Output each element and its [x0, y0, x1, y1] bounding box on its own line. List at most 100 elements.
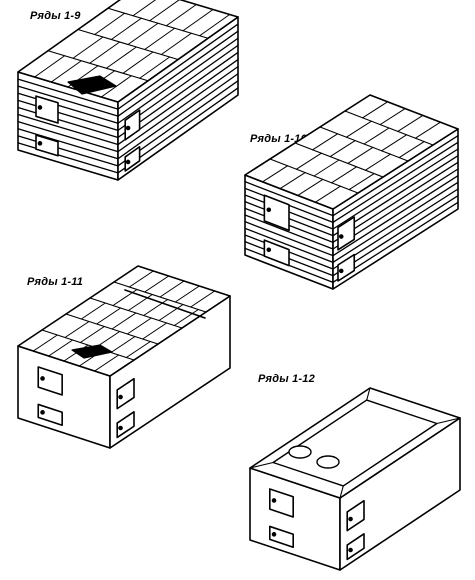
- top-brick-joint: [174, 285, 200, 303]
- caption-rows-1-9: Ряды 1-9: [30, 10, 81, 22]
- top-brick-joint: [144, 27, 176, 50]
- course-line-front: [17, 142, 119, 174]
- top-brick-joint: [379, 108, 406, 126]
- course-line-front: [17, 113, 119, 146]
- top-brick-joint: [397, 114, 424, 132]
- top-brick-joint: [362, 101, 389, 119]
- top-brick-joint: [144, 275, 170, 293]
- course-line-side: [117, 37, 239, 124]
- top-brick-joint: [110, 17, 142, 40]
- top-brick-joint: [34, 55, 66, 78]
- stove-rows-1-9: [0, 0, 240, 200]
- top-brick-joint: [122, 51, 154, 74]
- course-line-front: [244, 221, 334, 257]
- top-brick-joint: [331, 166, 358, 184]
- top-brick-joint: [414, 121, 441, 139]
- top-brick-joint: [125, 341, 151, 358]
- top-brick-joint: [398, 141, 425, 159]
- caption-rows-1-10: Ряды 1-10: [250, 133, 307, 145]
- top-brick-joint: [48, 339, 74, 357]
- course-line-front: [17, 106, 119, 139]
- top-brick-joint: [32, 334, 58, 352]
- top-brick-joint: [139, 56, 171, 79]
- course-line-side: [332, 141, 459, 223]
- rim-joint: [366, 387, 371, 401]
- caption-rows-1-12: Ряды 1-12: [258, 373, 315, 385]
- side-door: [116, 377, 135, 410]
- top-brick-joint: [314, 185, 341, 203]
- top-brick-joint: [329, 140, 356, 158]
- grate-opening: [67, 75, 117, 95]
- course-line-side: [117, 73, 239, 160]
- top-brick-joint: [110, 336, 136, 353]
- course-line-front: [244, 227, 334, 263]
- top-brick-joint: [94, 12, 126, 35]
- top-brick-joint: [381, 134, 408, 152]
- top-brick-joint: [313, 159, 340, 177]
- top-brick-joint: [158, 304, 184, 321]
- side-cleanout: [124, 145, 141, 172]
- furnace-door-handle: [271, 498, 277, 503]
- top-brick-joint: [347, 146, 374, 164]
- stove-rows-1-10: [244, 94, 459, 290]
- stove-rows-1-9-drawing: [17, 0, 239, 181]
- top-brick-joint: [127, 22, 159, 45]
- top-brick-joint: [165, 4, 197, 27]
- top-brick-joint: [80, 302, 106, 320]
- ash-door-handle: [271, 532, 277, 537]
- top-brick-joint: [105, 46, 137, 69]
- side-cleanout-handle: [338, 268, 344, 274]
- top-brick-joint: [159, 280, 185, 298]
- course-line-side: [332, 181, 459, 263]
- furnace-door: [263, 194, 290, 232]
- top-brick-joint: [364, 153, 391, 171]
- rim-joint: [249, 461, 274, 469]
- top-brick-joint: [160, 32, 192, 55]
- top-brick-joint: [128, 270, 154, 288]
- top-brick-joint: [182, 9, 214, 32]
- ash-door-handle: [266, 247, 272, 253]
- top-brick-joint: [363, 127, 390, 145]
- course-line-front: [17, 99, 119, 132]
- top-brick-joint: [50, 60, 82, 83]
- top-brick-joint: [297, 178, 324, 196]
- top-face: [244, 94, 459, 210]
- rim-joint: [436, 417, 461, 425]
- top-brick-joint: [94, 354, 120, 372]
- side-cleanout-handle: [348, 547, 353, 553]
- top-brick-joint: [345, 120, 372, 138]
- course-line-front: [17, 92, 119, 124]
- burner-ring: [316, 455, 340, 469]
- course-line-front: [244, 181, 334, 217]
- furnace-door-handle: [40, 376, 45, 381]
- top-brick-joint: [72, 36, 104, 59]
- side-door-handle: [338, 234, 344, 239]
- top-brick-joint: [149, 0, 180, 22]
- course-line-side: [117, 65, 239, 153]
- course-line-side: [117, 23, 239, 110]
- caption-rows-1-11: Ряды 1-11: [27, 276, 84, 288]
- side-cleanout-handle: [118, 425, 123, 431]
- course-line-side: [117, 30, 239, 117]
- rim-joint: [339, 485, 344, 499]
- top-brick-joint: [89, 41, 121, 64]
- grate-opening: [71, 344, 113, 359]
- stove-rows-1-11-drawing: [17, 265, 231, 449]
- top-brick-joint: [199, 14, 231, 37]
- top-brick-joint: [142, 322, 168, 340]
- course-line-side: [332, 135, 459, 217]
- ash-door-handle: [37, 141, 43, 146]
- stove-rows-1-11: [0, 0, 240, 460]
- course-line-side: [332, 175, 459, 257]
- top-brick-joint: [111, 312, 137, 330]
- course-line-front: [17, 135, 119, 167]
- course-line-front: [17, 128, 119, 160]
- side-door: [337, 216, 356, 251]
- ash-door: [268, 525, 295, 549]
- side-door: [346, 499, 365, 532]
- ash-door: [37, 403, 63, 427]
- course-line-front: [244, 214, 334, 250]
- side-cleanout-handle: [125, 159, 131, 165]
- top-brick-joint: [262, 165, 289, 183]
